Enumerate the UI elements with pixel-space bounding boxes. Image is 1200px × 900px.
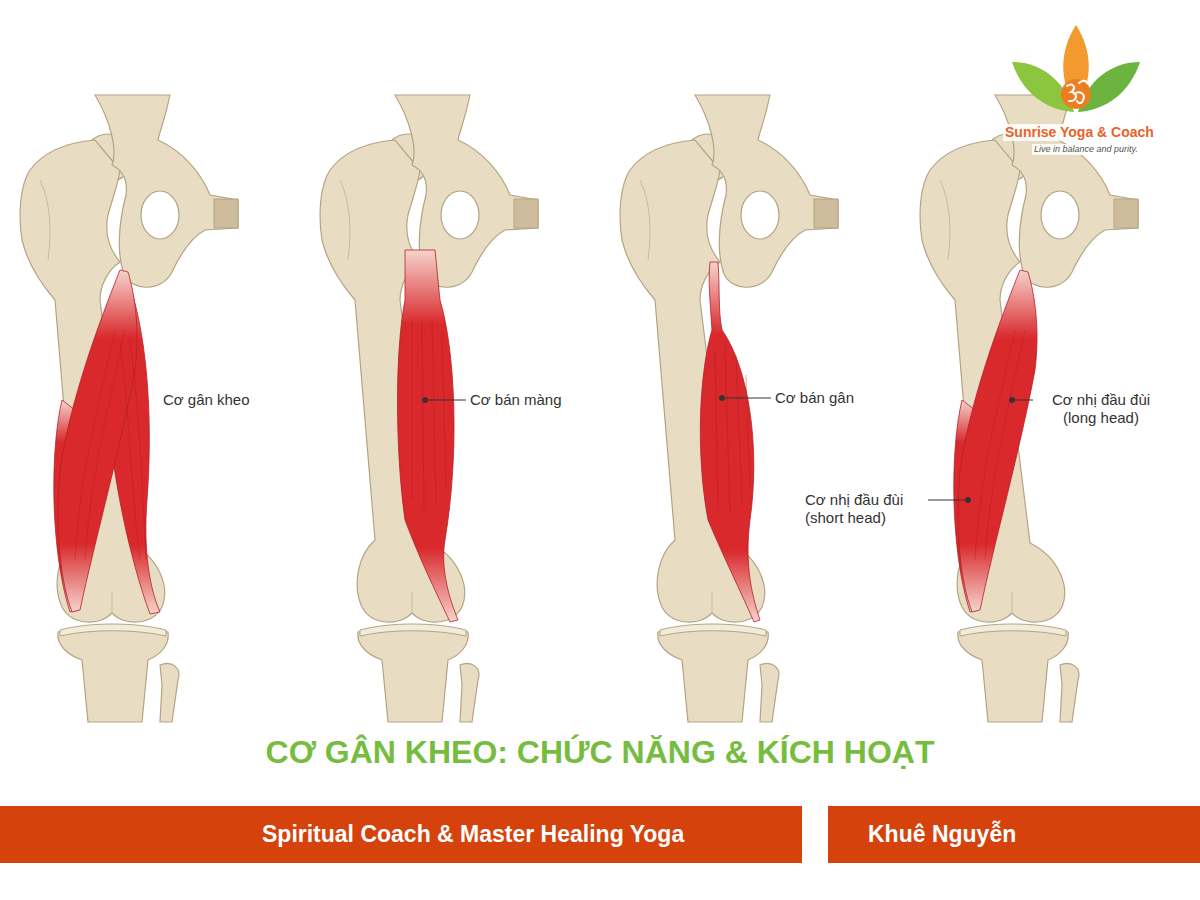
logo-mark xyxy=(1012,25,1140,112)
muscle-fibers xyxy=(715,345,750,515)
logo-circle xyxy=(1061,79,1091,109)
muscle-fibers xyxy=(975,330,1025,560)
leader-line xyxy=(425,400,466,401)
hamstring-group xyxy=(54,270,160,614)
leader-dot xyxy=(720,396,725,401)
leader-dot xyxy=(1010,398,1015,403)
logo-text: Sunrise Yoga & Coach xyxy=(1003,124,1156,141)
leader-dot xyxy=(966,498,971,503)
muscle-label: Cơ bán gân xyxy=(775,389,895,407)
leader-dot xyxy=(423,398,428,403)
semitendinosus-group xyxy=(700,262,760,622)
muscle-label: Cơ nhị đầu đùi (long head) xyxy=(1037,391,1165,427)
bones-panel-1 xyxy=(20,95,238,722)
title-bar: Spiritual Coach & Master Healing Yoga xyxy=(0,806,802,863)
bones-panel-4 xyxy=(920,95,1138,722)
diagram-title: CƠ GÂN KHEO: CHỨC NĂNG & KÍCH HOẠT xyxy=(0,733,1200,771)
leader-line xyxy=(1012,400,1033,401)
leader-line xyxy=(928,500,966,501)
long-head-muscle xyxy=(58,270,137,612)
leader-lines xyxy=(423,396,1034,503)
bones-panel-3 xyxy=(620,95,838,722)
bar-text: Khuê Nguyễn xyxy=(868,821,1016,849)
muscle-label: Cơ bán màng xyxy=(470,391,590,409)
leader-line xyxy=(722,398,771,399)
logo-om-symbol xyxy=(1067,81,1087,103)
biceps-femoris-group xyxy=(954,270,1037,612)
logo-text: Live in balance and purity. xyxy=(1032,144,1140,155)
semimembranosus-muscle xyxy=(398,250,459,622)
muscle-label: Cơ nhị đầu đùi (short head) xyxy=(805,491,930,527)
long-head-muscle xyxy=(958,270,1037,612)
semitendinosus-muscle xyxy=(700,262,760,622)
muscle-fibers xyxy=(412,320,446,510)
bones-panel-2 xyxy=(320,95,538,722)
bar-text: Spiritual Coach & Master Healing Yoga xyxy=(262,821,684,849)
muscle-label: Cơ gân kheo xyxy=(163,391,283,409)
semimembranosus-group xyxy=(398,250,459,622)
title-bar: Khuê Nguyễn xyxy=(828,806,1200,863)
muscle-fibers xyxy=(75,330,146,560)
